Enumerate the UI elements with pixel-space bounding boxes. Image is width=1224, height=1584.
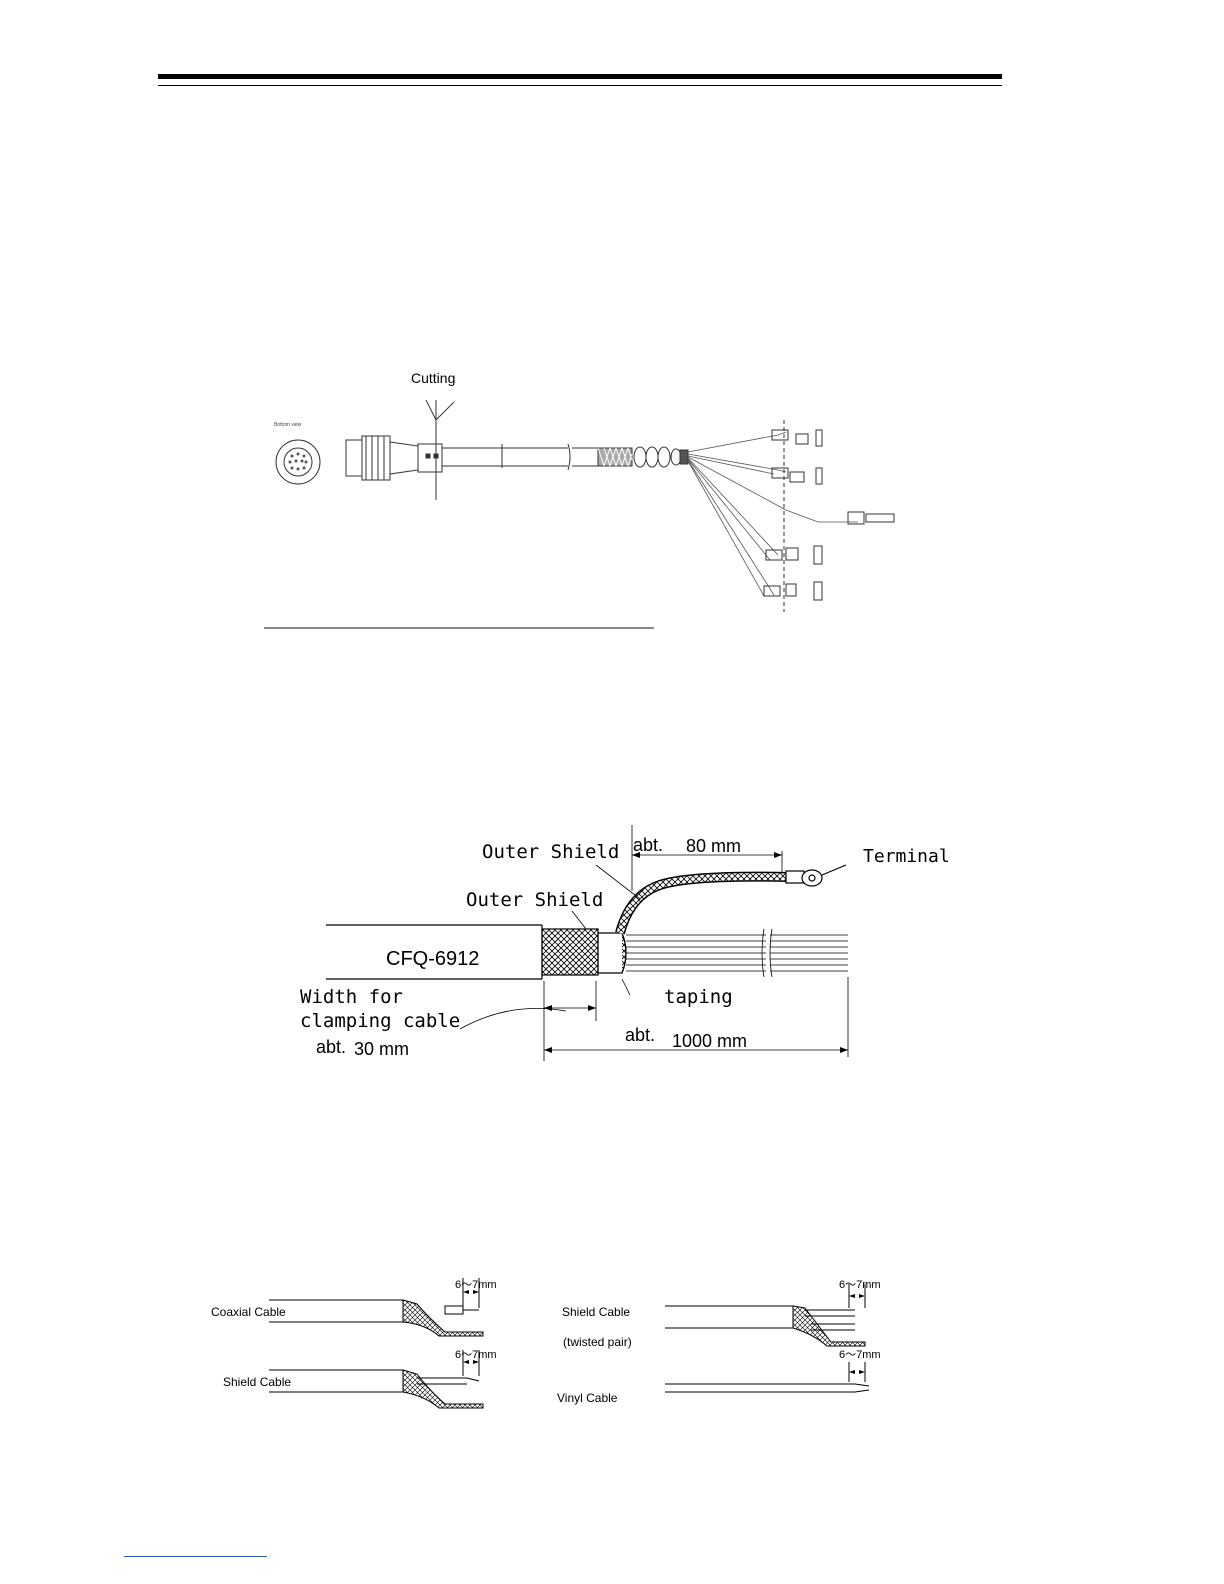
abt-30-value: 30 mm [354,1039,409,1060]
coaxial-label: Coaxial Cable [211,1305,286,1319]
shield-left-label: Shield Cable [223,1375,291,1389]
cutting-mark [426,400,454,500]
connector-bottom-view-icon [276,440,320,484]
shield-cable-drawing-right [665,1284,865,1346]
cable-assembly-figure: Cutting Bottom view [258,360,948,640]
sub-connector-4 [766,546,822,564]
vinyl-cable-drawing [665,1362,869,1392]
outer-shield-mid-label: Outer Shield [466,889,603,911]
outer-shield-top-label: Outer Shield [482,841,619,863]
coaxial-cable-drawing [269,1278,483,1336]
terminal-label: Terminal [863,846,950,867]
cable-name-label: CFQ-6912 [386,948,479,971]
header-rule-thin [158,85,1002,86]
abt-80-value: 80 mm [686,836,741,857]
shield-termination-figure: Outer Shield abt. 80 mm Terminal Outer S… [270,825,950,1105]
footer-link-line [124,1556,267,1557]
width-line2-label: clamping cable [300,1010,460,1032]
twisted-pair-label: (twisted pair) [563,1335,632,1349]
header-rule-thick [158,74,1002,79]
sub-connector-5 [764,582,822,600]
cable-stripping-figure: Coaxial Cable Shield Cable Shield Cable … [205,1250,895,1425]
shield-cable-drawing-left [269,1350,483,1408]
vinyl-label: Vinyl Cable [557,1391,617,1405]
connector-body [346,436,442,480]
dim-label-coaxial: 6～7mm [455,1276,497,1292]
bottom-view-label: Bottom view [274,422,301,428]
dim-label-shield-left: 6～7mm [455,1346,497,1362]
taping-label: taping [664,986,733,1008]
width-line1-label: Width for [300,986,403,1008]
sub-connector-1 [772,430,822,446]
abt-30-prefix: abt. [316,1037,346,1058]
cutting-label: Cutting [411,370,455,386]
abt-1000-prefix: abt. [625,1025,655,1046]
abt-1000-value: 1000 mm [672,1031,747,1052]
abt-80-prefix: abt. [633,835,663,856]
dim-label-shield-right: 6～7mm [839,1276,881,1292]
shield-right-label: Shield Cable [562,1305,630,1319]
dim-label-vinyl: 6～7mm [839,1346,881,1362]
